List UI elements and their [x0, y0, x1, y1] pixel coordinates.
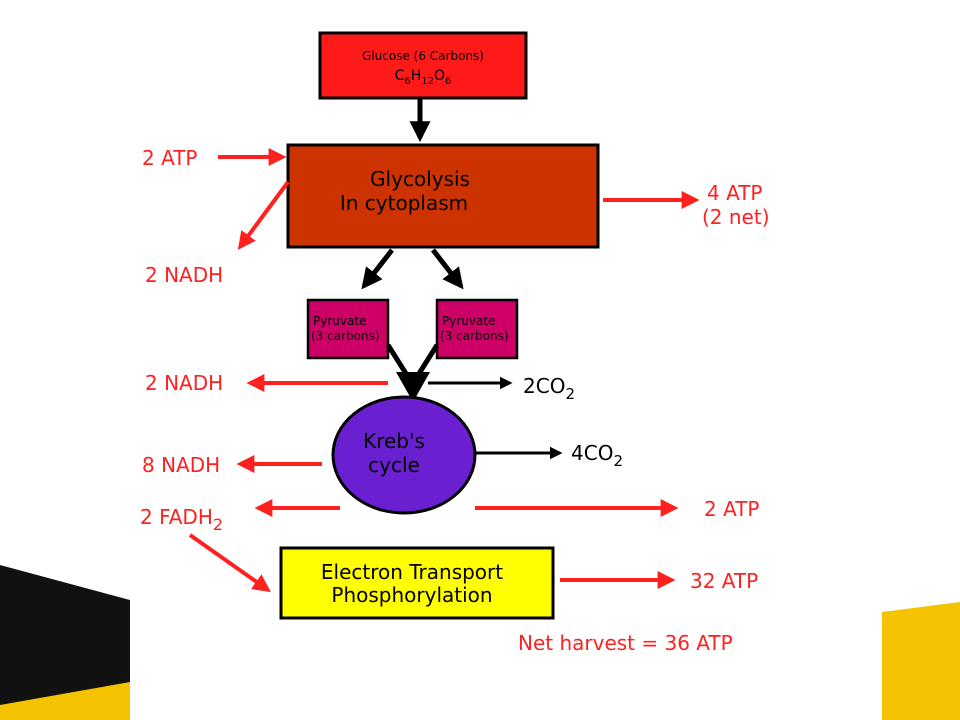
- electron-transport-box: Electron Transport Phosphorylation: [279, 546, 555, 620]
- slide-decoration-right: [882, 602, 960, 720]
- co2-pyruvate-label: 2CO2: [523, 374, 575, 403]
- net-harvest-label: Net harvest = 36 ATP: [518, 631, 733, 655]
- glucose-label: Glucose (6 Carbons): [362, 49, 484, 63]
- pyruvate-box-left: Pyruvate (3 carbons): [306, 298, 390, 360]
- svg-text:(3 carbons): (3 carbons): [440, 329, 509, 343]
- svg-text:Electron Transport: Electron Transport: [321, 560, 503, 584]
- svg-text:(3 carbons): (3 carbons): [311, 329, 380, 343]
- atp-input-label: 2 ATP: [142, 146, 198, 170]
- svg-text:Pyruvate: Pyruvate: [442, 314, 495, 328]
- glucose-box: Glucose (6 Carbons) C6H12O6: [318, 31, 528, 100]
- arrow-to-kreb: [396, 372, 430, 402]
- nadh-glycolysis-label: 2 NADH: [145, 263, 223, 287]
- glycolysis-title: Glycolysis: [370, 167, 470, 191]
- pyruvate-box-right: Pyruvate (3 carbons): [435, 298, 519, 360]
- co2-kreb-label: 4CO2: [571, 441, 623, 470]
- arrow-to-pyruvate-left: [361, 248, 394, 290]
- glycolysis-box: Glycolysis In cytoplasm: [286, 143, 600, 249]
- glucose-formula: C6H12O6: [395, 68, 452, 87]
- svg-text:cycle: cycle: [368, 453, 420, 477]
- glycolysis-subtitle: In cytoplasm: [340, 191, 468, 215]
- atp-kreb-label: 2 ATP: [704, 497, 760, 521]
- slide-decoration-left: [0, 565, 130, 720]
- svg-text:Pyruvate: Pyruvate: [313, 314, 366, 328]
- arrow-nadh-glycolysis: [237, 180, 290, 250]
- svg-text:Phosphorylation: Phosphorylation: [331, 583, 492, 607]
- nadh-kreb-label: 8 NADH: [142, 453, 220, 477]
- atp-etc-label: 32 ATP: [690, 569, 758, 593]
- atp-output-label: 4 ATP: [707, 181, 763, 205]
- arrow-to-pyruvate-right: [431, 248, 464, 290]
- krebs-cycle-circle: Kreb's cycle: [331, 395, 477, 515]
- fadh-label: 2 FADH2: [140, 505, 223, 534]
- svg-text:Kreb's: Kreb's: [363, 429, 425, 453]
- arrow-fadh-to-etc: [188, 533, 271, 593]
- atp-net-label: (2 net): [702, 205, 770, 229]
- nadh-pyruvate-label: 2 NADH: [145, 371, 223, 395]
